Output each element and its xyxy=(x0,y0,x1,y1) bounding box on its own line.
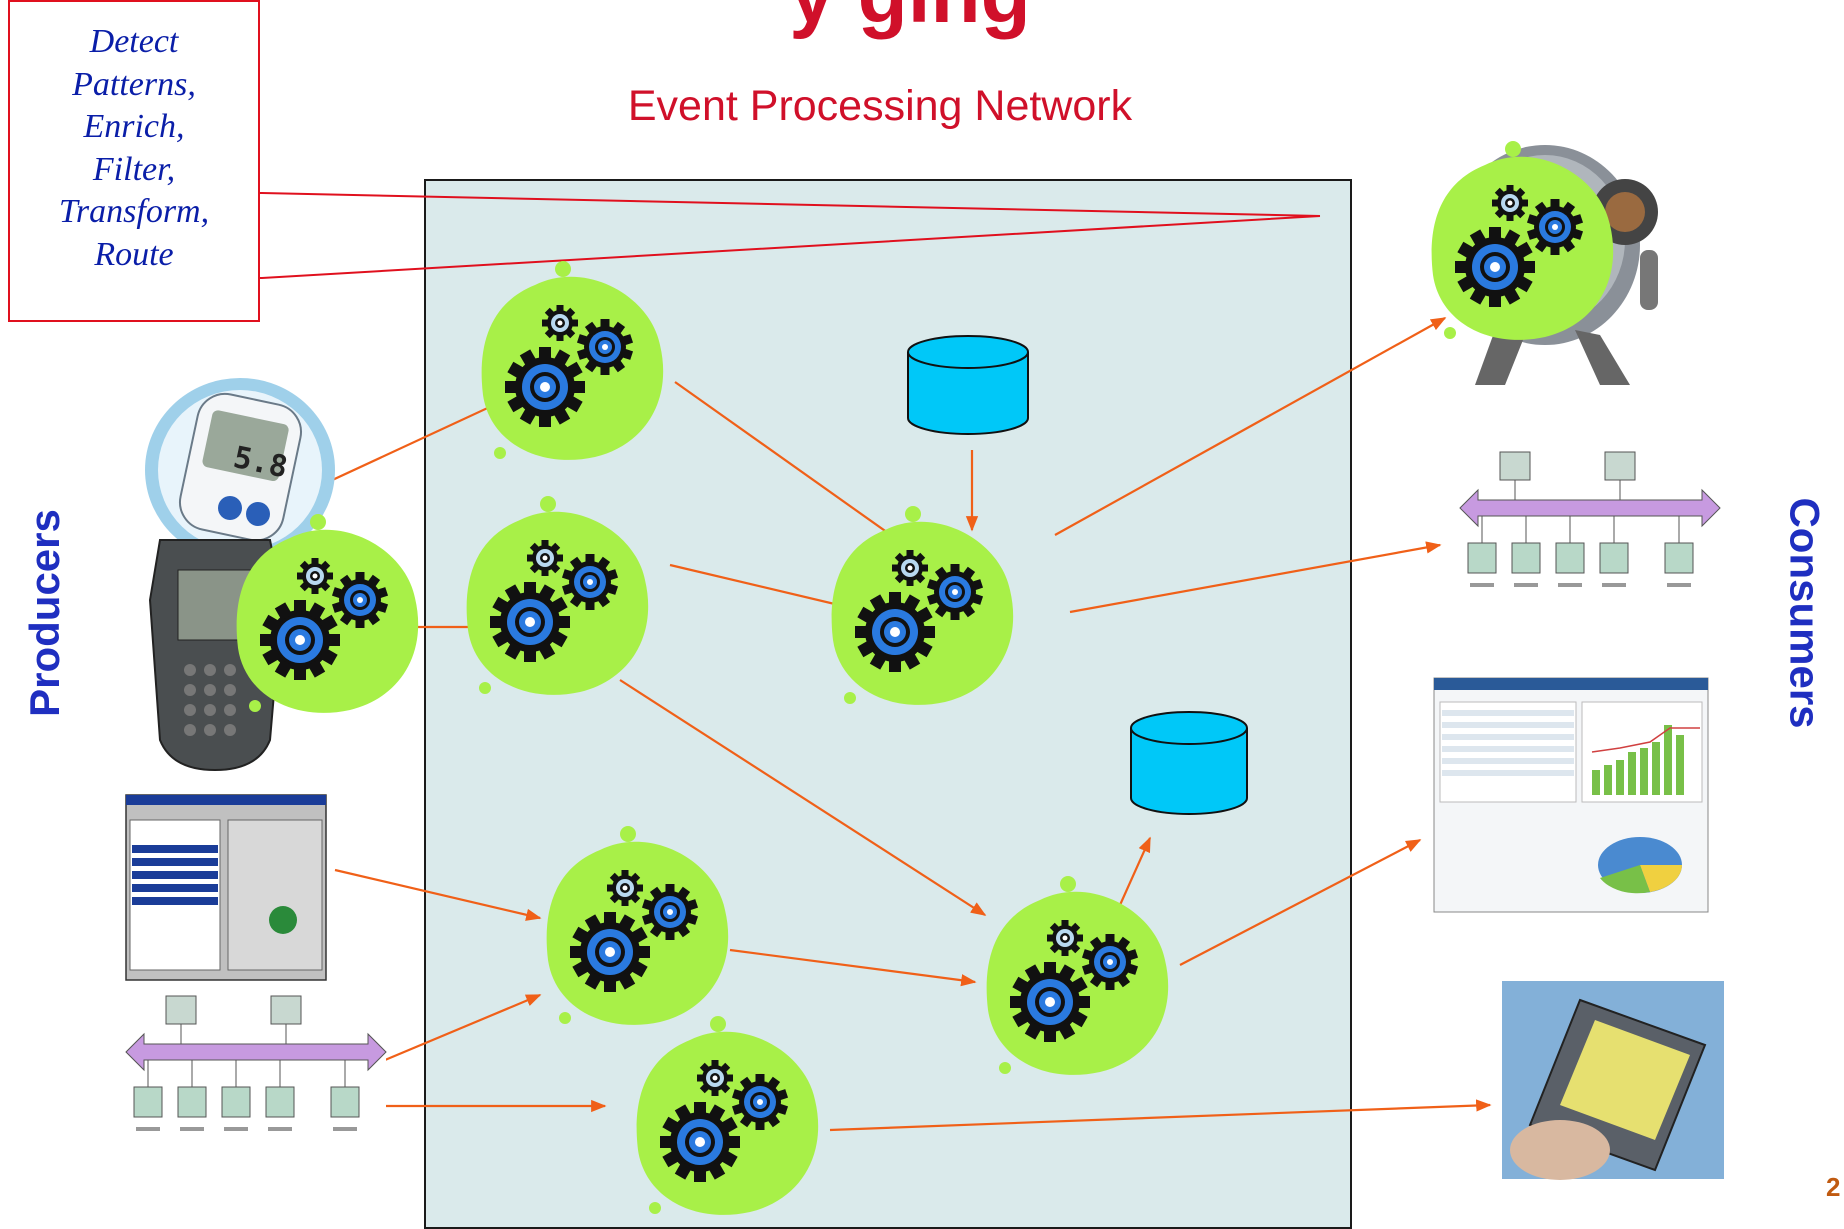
enterprise-service-bus-diagram-icon xyxy=(1459,437,1721,609)
arrow-agent-6-to-dashboard xyxy=(1179,839,1422,966)
page-number: 2 xyxy=(1826,1172,1841,1202)
callout-line: Route xyxy=(94,235,174,273)
callout-line: Filter, xyxy=(92,150,176,188)
callout-line: Patterns, xyxy=(72,65,196,103)
arrow-agent-1-to-agent-4 xyxy=(674,381,907,546)
callout-line: Transform, xyxy=(58,193,210,230)
arrow-agent-5-to-agent-6 xyxy=(729,948,977,987)
database-icon xyxy=(1130,711,1248,815)
slide-title-fragment: y ging xyxy=(420,0,1400,40)
producers-label: Producers xyxy=(21,509,68,717)
callout-line: Detect xyxy=(89,23,179,60)
desktop-application-window-icon xyxy=(125,794,327,981)
arrow-agent-4-to-esb xyxy=(1069,541,1442,614)
agent-6 xyxy=(987,876,1169,1075)
arrow-agent-6-to-store-2 xyxy=(1118,836,1152,906)
enterprise-service-bus-diagram-icon xyxy=(125,981,387,1153)
consumers-label: Consumers xyxy=(1782,497,1829,729)
arrow-agent-2-to-agent-6 xyxy=(619,679,987,916)
dashboard-screenshot-icon xyxy=(1433,677,1709,913)
network-title: Event Processing Network xyxy=(627,82,1133,130)
agent-7 xyxy=(637,1016,819,1215)
callout-line: Enrich, xyxy=(83,108,185,145)
arrow-agent-7-to-phone xyxy=(829,1099,1492,1132)
arrow-esb-to-agent-5 xyxy=(384,993,542,1062)
arrow-agent-2-to-agent-4 xyxy=(669,563,862,613)
agent-1 xyxy=(482,261,664,460)
arrow-meter-to-agent-1 xyxy=(299,392,522,496)
agent-4 xyxy=(832,506,1014,705)
arrow-agent-4-to-robot xyxy=(1054,317,1447,536)
glucose-meter-icon: 5.8 xyxy=(145,378,335,565)
arrow-app-to-agent-5 xyxy=(334,868,542,921)
mobile-phone-icon xyxy=(1502,981,1724,1180)
agent-5 xyxy=(547,826,729,1025)
database-icon xyxy=(907,335,1029,435)
callout-connector xyxy=(260,192,1321,279)
agent-2 xyxy=(467,496,649,695)
callout-box: Detect Patterns, Enrich, Filter, Transfo… xyxy=(8,0,260,322)
flow-arrows xyxy=(299,317,1492,1132)
